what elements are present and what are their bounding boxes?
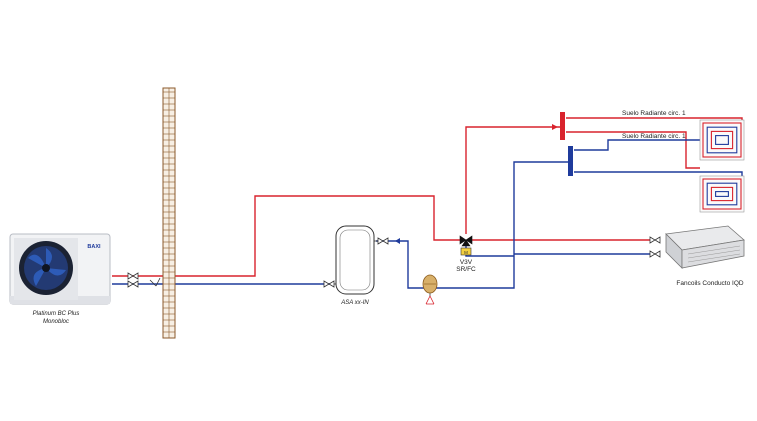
supply-pipe-circuit-2 bbox=[566, 131, 700, 169]
fancoil-label: Fancoils Conducto IQD bbox=[676, 280, 744, 287]
coil-loop bbox=[706, 126, 738, 154]
coil-loop bbox=[715, 135, 729, 145]
valve-label-line1: V3V bbox=[460, 259, 473, 266]
supply-pipe-manifold bbox=[465, 126, 560, 234]
valve-actuator bbox=[460, 247, 472, 256]
svg-text:M: M bbox=[464, 250, 468, 255]
return-pipe-tank bbox=[376, 161, 568, 289]
supply-manifold bbox=[552, 112, 565, 140]
supply-pipes bbox=[112, 117, 743, 277]
supply-pipe-main bbox=[112, 195, 462, 277]
check-valve-icon bbox=[149, 277, 161, 287]
valve-label-line2: SR/FC bbox=[456, 266, 476, 273]
coil-loop bbox=[706, 182, 738, 206]
return-pipe-circuit-1 bbox=[574, 139, 700, 151]
isolation-valves-heatpump bbox=[127, 272, 161, 288]
expansion-vessel bbox=[422, 274, 438, 305]
fancoil-unit: Fancoils Conducto IQD bbox=[649, 225, 745, 287]
mixing-valve-icon bbox=[459, 235, 473, 247]
heat-pump-name-line1: Platinum BC Plus bbox=[33, 311, 80, 317]
coil-loop bbox=[715, 191, 729, 197]
floor-circuit-2-label: Suelo Radiante circ. 1 bbox=[622, 133, 686, 140]
tank-label: ASA xx-IN bbox=[340, 300, 369, 306]
return-pipe-valve bbox=[465, 246, 514, 257]
floor-heating-coil-2 bbox=[699, 175, 745, 213]
building-wall bbox=[162, 87, 176, 339]
return-pipes bbox=[112, 139, 743, 289]
heat-pump-unit: BAXI Platinum BC Plus Monobloc bbox=[9, 233, 111, 325]
floor-circuit-1-label: Suelo Radiante circ. 1 bbox=[622, 110, 686, 117]
return-manifold bbox=[568, 146, 573, 176]
buffer-tank: ASA xx-IN bbox=[323, 225, 389, 306]
flow-arrow-icon bbox=[395, 238, 400, 244]
floor-heating-coil-1 bbox=[699, 119, 745, 161]
coil-loop bbox=[710, 130, 734, 150]
three-way-mixing-valve: M V3V SR/FC bbox=[456, 235, 476, 273]
coil-loop bbox=[710, 186, 734, 202]
coil-loop bbox=[702, 122, 742, 158]
heat-pump-name-line2: Monobloc bbox=[43, 319, 69, 325]
coil-loop bbox=[702, 178, 742, 210]
heat-pump-brand: BAXI bbox=[87, 244, 101, 250]
